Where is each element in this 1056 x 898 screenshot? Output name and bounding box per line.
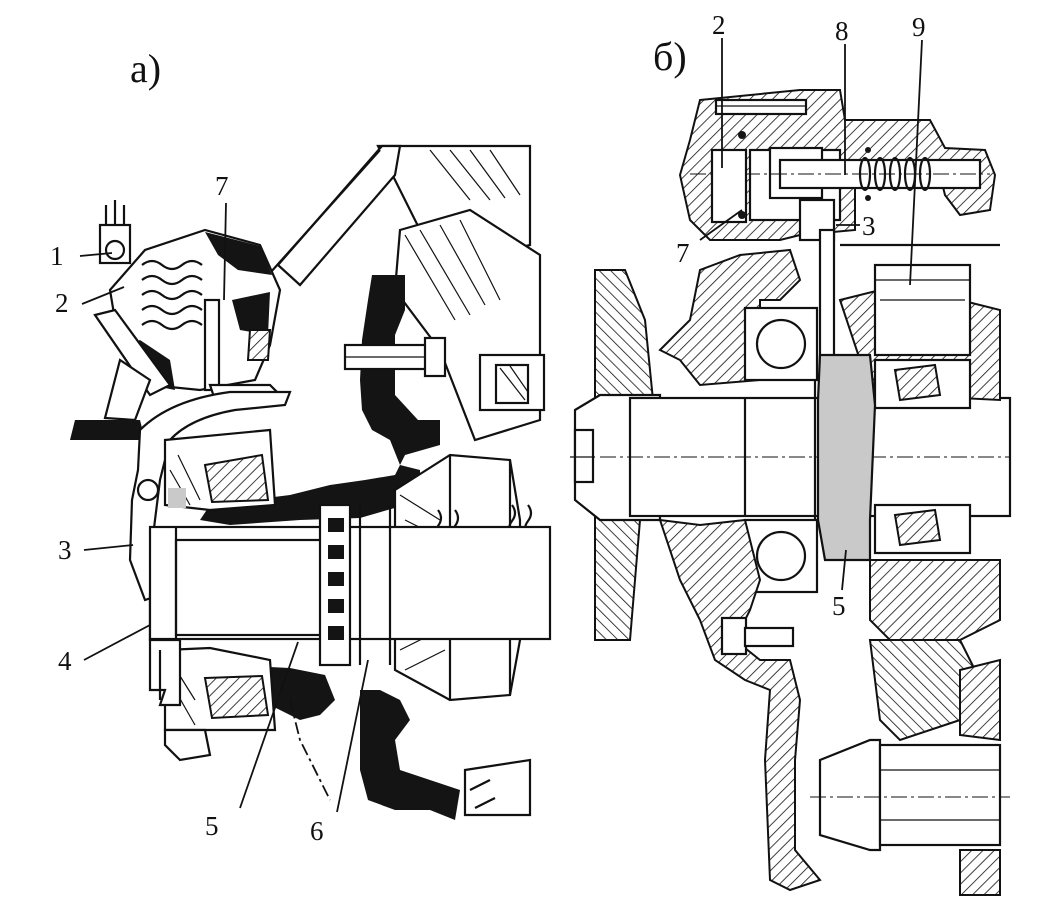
panel-a-leaders [79,202,369,813]
panel-a-label: а) [130,46,161,91]
panel-a-label-group: а) [130,46,161,91]
callout-a-2: 2 [55,288,69,318]
callout-b-9: 9 [912,12,926,42]
callout-b-7: 7 [676,238,690,268]
callout-a-5: 5 [205,811,219,841]
panel-b-label: б) [653,34,687,79]
callout-b-2: 2 [712,10,726,40]
callout-a-4: 4 [58,646,72,676]
panel-b-callouts: 2 8 9 3 7 5 [676,10,926,621]
panel-a-drawing [70,144,552,820]
panel-b-label-group: б) [653,34,687,79]
callout-a-1: 1 [50,241,64,271]
callout-b-3: 3 [862,211,876,241]
callout-a-6: 6 [310,816,324,846]
callout-b-5: 5 [832,591,846,621]
callout-a-7: 7 [215,171,229,201]
callout-a-3: 3 [58,535,72,565]
callout-b-8: 8 [835,16,849,46]
panel-b-leaders [699,38,923,591]
panel-a-callouts: 1 2 7 3 4 5 6 [50,171,324,846]
panel-b-drawing [570,89,1012,896]
